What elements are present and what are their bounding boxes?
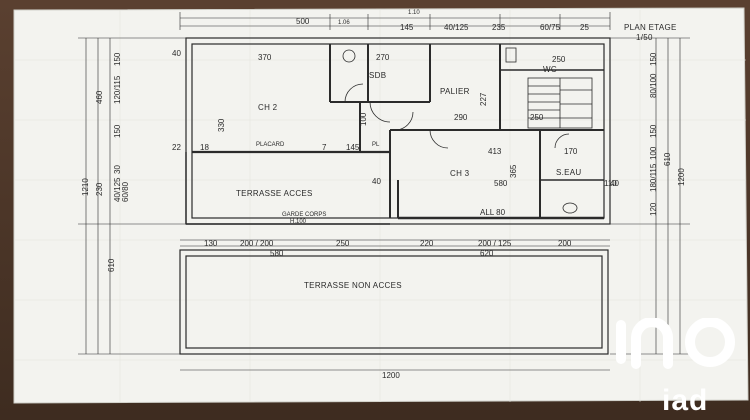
dim-right-g: 180/115 [649, 163, 658, 192]
dim-right-f: 100 [649, 146, 658, 160]
dim-bottom-e: 200 / 125 [478, 239, 512, 248]
dim-top-a: 500 [296, 17, 310, 26]
dim-all: ALL 80 [480, 208, 506, 217]
iad-logo-mark [616, 317, 735, 369]
iad-logo-text: iad [662, 384, 709, 417]
dim-left-i: 30 [113, 165, 122, 174]
dim-100: 100 [359, 112, 368, 126]
dim-bottom-f: 200 [558, 239, 572, 248]
iad-logo: iad [612, 317, 744, 417]
plan-title: PLAN ETAGE [624, 23, 677, 32]
dim-right-b: 150 [649, 124, 658, 138]
dim-365: 365 [509, 164, 518, 178]
dimension-lines [78, 12, 690, 371]
placard-label: PLACARD [256, 142, 285, 148]
dim-left-g: 40/125 [113, 177, 122, 202]
dim-sdb-width: 270 [376, 53, 390, 62]
room-terrasse-acces: TERRASSE ACCES [236, 189, 313, 198]
room-wc: WC [543, 65, 557, 74]
dim-bottom-b: 200 / 200 [240, 239, 274, 248]
dim-18: 18 [200, 143, 209, 152]
dim-wc-width: 250 [552, 55, 566, 64]
dim-bottom-c: 250 [336, 239, 350, 248]
room-palier: PALIER [440, 87, 470, 96]
dim-left-e: 1210 [81, 178, 90, 196]
dim-7: 7 [322, 143, 327, 152]
dim-22: 22 [172, 143, 181, 152]
dim-ch2-width: 370 [258, 53, 272, 62]
dim-top-c: 145 [400, 23, 414, 32]
dim-right-h: 120 [649, 202, 658, 216]
dim-110: 110 [604, 179, 617, 188]
dim-145: 145 [346, 143, 360, 152]
paper-sheet [14, 8, 748, 403]
dim-bottom-d: 220 [420, 239, 434, 248]
room-ch2: CH 2 [258, 103, 278, 112]
dim-40-a: 40 [172, 49, 181, 58]
dim-ch3a-width: 413 [488, 147, 502, 156]
room-ch3: CH 3 [450, 169, 470, 178]
room-sdb: SDB [369, 71, 386, 80]
dim-seau-width: 170 [564, 147, 578, 156]
dim-right-e: 1200 [677, 168, 686, 186]
dim-top-g: 25 [580, 23, 589, 32]
garde-corps-height: H.100 [290, 219, 307, 225]
dim-stair-width: 250 [530, 113, 544, 122]
dim-right-d: 610 [663, 152, 672, 166]
dim-ch2-height: 330 [217, 118, 226, 132]
dim-top-d: 40/125 [444, 23, 469, 32]
plan-scale: 1/50 [636, 33, 653, 42]
dim-left-d: 150 [113, 124, 122, 138]
pl-label: PL [372, 142, 380, 148]
garde-corps-label: GARDE CORPS [282, 212, 326, 218]
dim-bottom-total: 1200 [382, 371, 400, 380]
dim-left-h: 60/80 [121, 181, 130, 202]
door-swings [344, 83, 570, 149]
dim-left-a: 150 [113, 52, 122, 66]
dim-left-j: 610 [107, 258, 116, 272]
sanitary-fixtures [342, 47, 578, 214]
terrace-outline [179, 249, 609, 355]
dim-left-c: 120/115 [113, 75, 122, 104]
room-seau: S.EAU [556, 168, 582, 177]
dim-bottom-h: 620 [480, 249, 494, 258]
dim-top-e: 235 [492, 23, 506, 32]
dim-left-f: 230 [95, 182, 104, 196]
staircase [527, 77, 593, 129]
dim-bottom-g: 580 [270, 249, 284, 258]
dim-ch3-width: 580 [494, 179, 508, 188]
dim-pal-height: 227 [479, 92, 488, 106]
dim-pal-width: 290 [454, 113, 468, 122]
dim-right-i: 40 [610, 179, 619, 188]
dim-top-total: 1.10 [408, 10, 420, 16]
dim-right-a: 150 [649, 52, 658, 66]
dim-top-b: 1.06 [338, 20, 350, 26]
dim-left-b: 460 [95, 90, 104, 104]
dim-bottom-a: 130 [204, 239, 218, 248]
dim-40-b: 40 [372, 177, 381, 186]
building-walls [185, 37, 611, 225]
dim-right-c: 80/100 [649, 73, 658, 98]
room-terrasse-non-acces: TERRASSE NON ACCES [304, 281, 402, 290]
dim-top-f: 60/75 [540, 23, 561, 32]
